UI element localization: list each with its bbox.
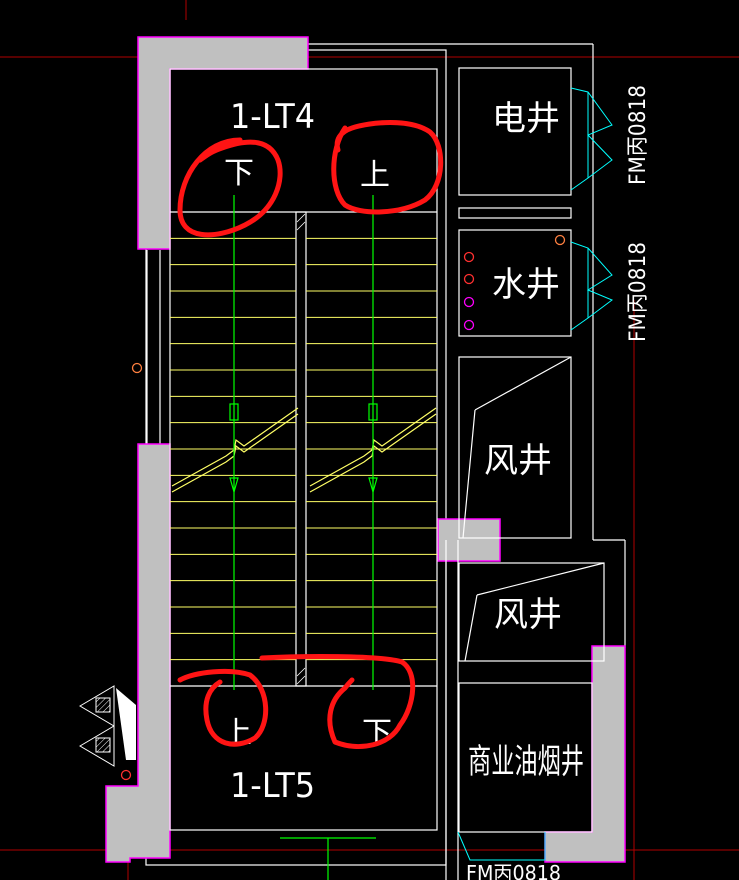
air-shaft-room-1 [458, 356, 572, 539]
hatched-triangle-icons [79, 685, 136, 767]
hatched-triangle-icon [79, 725, 115, 767]
doors [457, 87, 613, 861]
stair-hatch [296, 213, 306, 685]
water-shaft-room [458, 229, 572, 337]
kitchen-exhaust-shaft-room [458, 682, 593, 833]
down-label-top: 下 [224, 156, 254, 191]
stair-treads [170, 237, 437, 661]
markers [120, 234, 566, 781]
hatched-triangle-icon [79, 685, 115, 727]
circle-marker-icon [554, 234, 566, 246]
shafts [445, 67, 605, 880]
electrical-shaft-label: 电井 [492, 99, 560, 139]
circle-marker-icon [131, 362, 143, 374]
walk-lines [229, 195, 378, 880]
circle-marker-icon [463, 296, 475, 308]
circle-marker-icon [463, 319, 475, 331]
concrete-walls [105, 36, 626, 863]
air-shaft-label-2: 风井 [494, 595, 562, 635]
wall-column-center [437, 518, 501, 562]
water-shaft-label: 水井 [492, 265, 560, 305]
door-tag-2: FM丙0818 [626, 242, 651, 342]
circle-marker-icon [120, 769, 132, 781]
up-label-top: 上 [360, 158, 390, 193]
stair-label-top: 1-LT4 [230, 97, 315, 137]
door-tag-1: FM丙0818 [626, 85, 651, 185]
red-annotations [177, 120, 444, 749]
air-shaft-label-1: 风井 [484, 441, 552, 481]
electrical-shaft-room [458, 67, 572, 196]
door-tag-3: FM丙0818 [466, 861, 561, 880]
air-shaft-room-2 [458, 562, 605, 662]
circle-marker-icon [463, 273, 475, 285]
circle-marker-icon [463, 251, 475, 263]
kitchen-exhaust-shaft-label: 商业油烟井 [468, 742, 584, 782]
stair-label-bottom: 1-LT5 [230, 766, 315, 806]
